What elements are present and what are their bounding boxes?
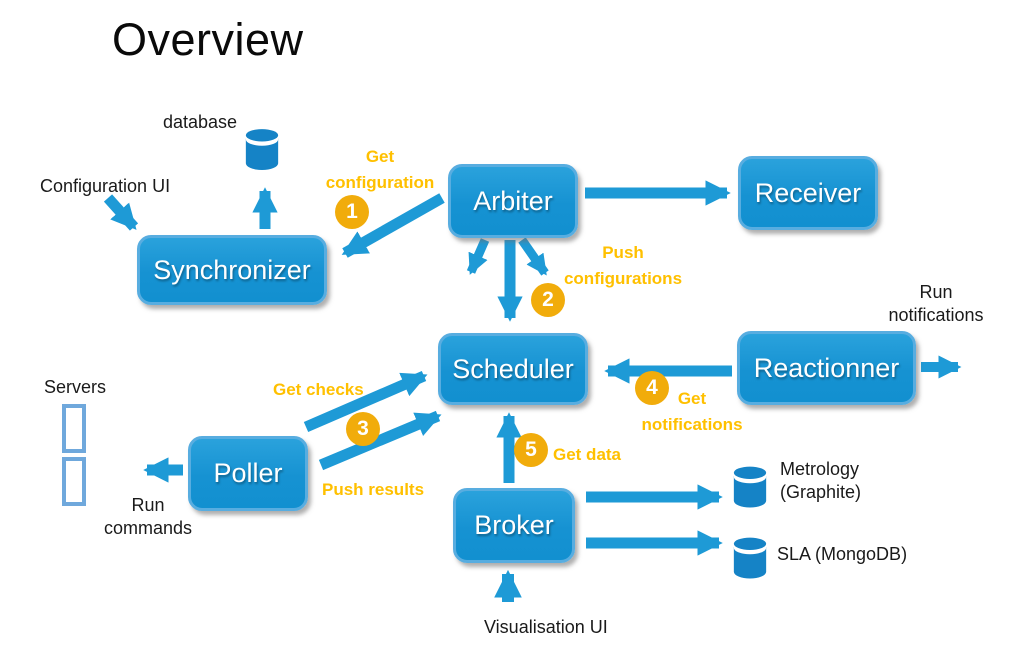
arrow-push-results [318,410,442,471]
node-arbiter-label: Arbiter [473,185,553,216]
step-badge-5: 5 [514,433,548,467]
label-run-notifications: Run notifications [888,282,984,326]
arrow-arbiter-fan-left [466,238,490,275]
label-visualisation-ui: Visualisation UI [484,617,608,637]
arrow-arbiter-fan-right [518,237,549,276]
node-poller-label: Poller [213,458,283,488]
node-synchronizer-label: Synchronizer [153,254,311,285]
node-receiver: Receiver [738,156,878,230]
flow-label-get-notifications: Get notifications [641,389,743,434]
server-icon [62,457,86,506]
label-sla: SLA (MongoDB) [777,544,908,564]
step-badge-3: 3 [346,412,380,446]
node-receiver-label: Receiver [754,177,862,208]
arrow-arbiter-to-synchronizer [341,193,445,258]
flow-label-push-results: Push results [322,480,425,499]
database-icon [245,129,279,170]
arrow-config-ui-to-synchronizer [103,194,139,231]
flow-label-get-checks: Get checks [273,380,364,399]
sla-db-icon [733,537,767,579]
flow-label-push-configurations: Push configurations [563,243,683,288]
step-badge-1: 1 [335,195,369,229]
label-configuration-ui: Configuration UI [40,176,171,196]
label-metrology: Metrology (Graphite) [780,459,862,503]
node-broker-label: Broker [474,510,554,540]
node-reactionner: Reactionner [737,331,916,405]
arrow-get-checks [303,370,428,433]
label-servers: Servers [44,377,107,397]
server-icon [62,404,86,453]
node-scheduler-label: Scheduler [452,353,574,384]
flow-label-get-data: Get data [553,445,622,464]
step-badge-2: 2 [531,283,565,317]
node-reactionner-label: Reactionner [753,352,900,383]
label-database: database [163,112,238,132]
node-broker: Broker [453,488,575,563]
node-scheduler: Scheduler [438,333,588,405]
node-arbiter: Arbiter [448,164,578,238]
node-poller: Poller [188,436,308,511]
slide-title: Overview [112,14,304,65]
metrology-db-icon [733,466,767,508]
step-badge-4: 4 [635,371,669,405]
node-synchronizer: Synchronizer [137,235,327,305]
label-run-commands: Run commands [103,495,193,539]
flow-label-get-configuration: Get configuration [325,147,435,192]
